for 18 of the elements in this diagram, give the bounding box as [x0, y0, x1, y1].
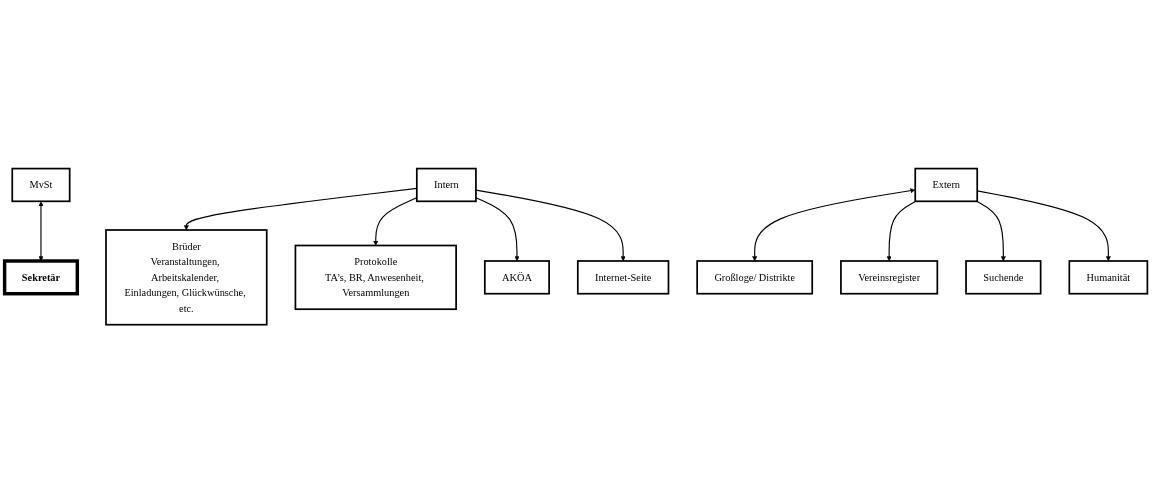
node-box: Brüder Veranstaltungen, Arbeitskalender, Einladungen, Glückwünsche, etc.	[105, 229, 268, 326]
node-box: Extern	[914, 167, 979, 202]
node-box: Großloge/ Distrikte	[696, 259, 814, 295]
node-box: Vereinsregister	[840, 259, 939, 295]
arrow	[475, 189, 626, 262]
arrow	[886, 200, 917, 262]
node-box: Internet-Seite	[576, 259, 670, 295]
node-box: Suchende	[965, 259, 1042, 295]
node-box: AKÖA	[483, 259, 550, 295]
node-box: Intern	[415, 167, 477, 202]
arrow	[976, 190, 1111, 262]
node-box: MvSt	[11, 167, 71, 202]
arrow	[475, 197, 520, 262]
arrow	[752, 188, 916, 262]
node-box: Humanität	[1068, 259, 1149, 295]
arrow	[976, 200, 1006, 262]
node-box: Protokolle TA’s, BR, Anwesenheit, Versammlungen	[294, 244, 457, 310]
node-box: Sekretär	[2, 259, 80, 296]
